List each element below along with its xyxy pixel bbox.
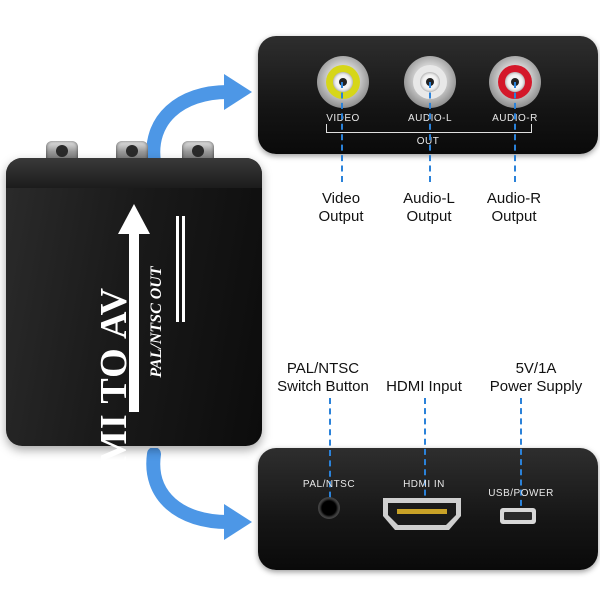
callout-line1: PAL/NTSC [286, 360, 360, 377]
callout-line1: Audio-L [403, 190, 455, 207]
callout-line2: Power Supply [489, 378, 583, 395]
pal-ntsc-switch-button[interactable] [318, 497, 340, 519]
audio-r-callout-line [514, 82, 516, 182]
pal-ntsc-port-label: PAL/NTSC [302, 479, 356, 490]
audio-l-callout-line [429, 82, 431, 182]
video-callout-line [341, 82, 343, 182]
converter-top-face [6, 158, 262, 188]
device-stripe [182, 216, 185, 322]
curved-arrow-icon [146, 74, 252, 169]
callout-line1: HDMI Input [386, 378, 462, 395]
callout-line1: 5V/1A [515, 360, 557, 377]
usb-power-port-label: USB/POWER [488, 488, 554, 499]
audio-l-output-callout: Audio-L Output [384, 190, 474, 226]
video-port-label: VIDEO [326, 113, 360, 124]
curved-arrow-icon [146, 448, 252, 540]
callout-line2: Output [318, 208, 364, 225]
callout-line1: Audio-R [486, 190, 542, 207]
usb-power-port-icon [500, 508, 536, 524]
callout-line2: Switch Button [277, 378, 369, 395]
device-arrow-head [118, 204, 150, 234]
device-title: HDMI TO AV [93, 286, 135, 526]
audio-r-output-callout: Audio-R Output [469, 190, 559, 226]
device-subtitle: PAL/NTSC OUT [148, 266, 165, 378]
video-output-callout: Video Output [296, 190, 386, 226]
device-stripe [176, 216, 179, 322]
hdmi-port-icon [383, 498, 461, 530]
callout-line2: Output [406, 208, 452, 225]
device-arrow-shaft [129, 232, 139, 412]
pal-ntsc-callout: PAL/NTSC Switch Button [264, 360, 382, 396]
callout-line2: Output [491, 208, 537, 225]
out-label: OUT [416, 136, 440, 147]
hdmi-callout-line [424, 398, 426, 516]
callout-line1: Video [321, 190, 361, 207]
power-supply-callout: 5V/1A Power Supply [474, 360, 598, 396]
power-callout-line [520, 398, 522, 516]
video-jack [317, 56, 369, 108]
hdmi-in-port-label: HDMI IN [403, 479, 445, 490]
pal-ntsc-callout-line [329, 398, 331, 508]
hdmi-input-callout: HDMI Input [374, 378, 474, 396]
